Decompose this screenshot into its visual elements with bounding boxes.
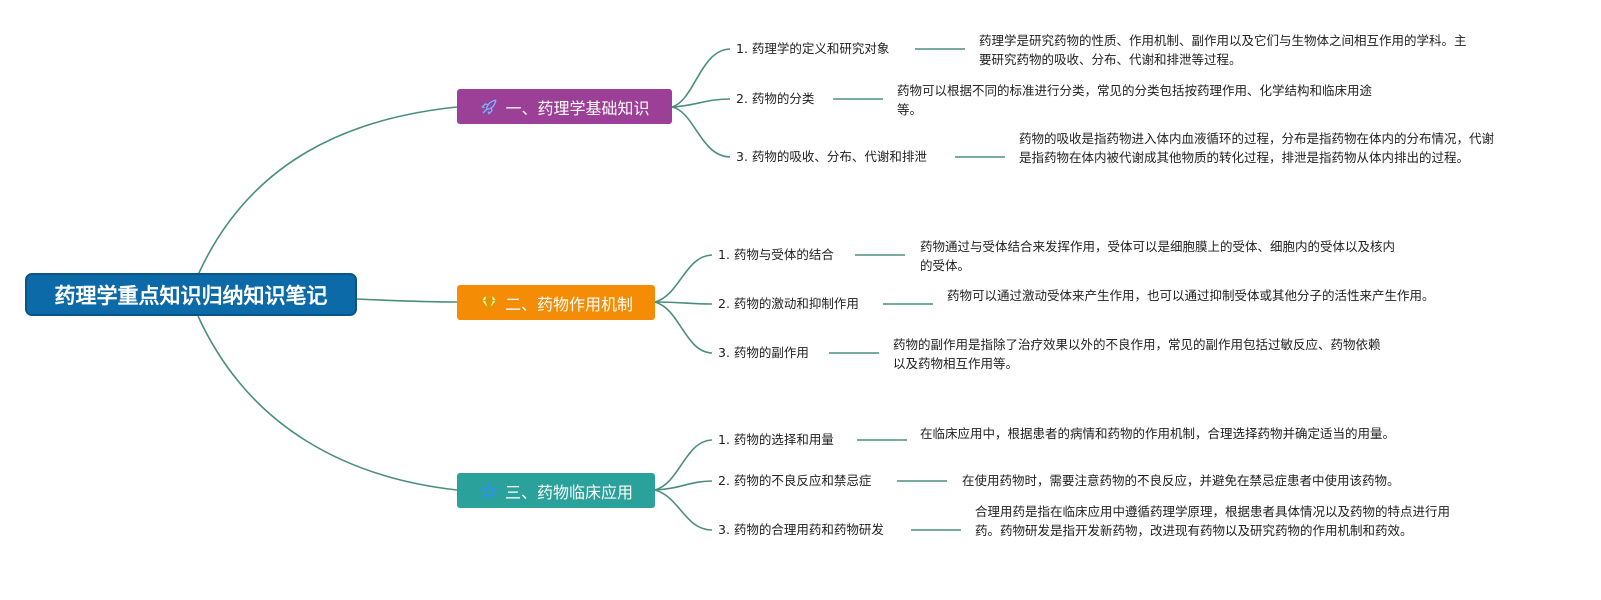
detail-adverse-contraindications: 在使用药物时，需要注意药物的不良反应，并避免在禁忌症患者中使用该药物。 [962, 473, 1400, 488]
connector-b2-s1 [654, 254, 713, 303]
connector-b1-s1 [671, 48, 731, 108]
branch-clinical[interactable]: 三、药物临床应用 [457, 473, 655, 508]
subtopic-agonism-inhibition[interactable]: 2. 药物的激动和抑制作用 [718, 296, 859, 311]
subtopic-receptor-binding[interactable]: 1. 药物与受体的结合 [718, 247, 834, 262]
detail-classification: 药物可以根据不同的标准进行分类，常见的分类包括按药理作用、化学结构和临床用途等。 [897, 83, 1373, 117]
branch-mechanism[interactable]: 二、药物作用机制 [457, 285, 655, 320]
branch-label: 一、药理学基础知识 [505, 98, 650, 118]
gem-icon [479, 293, 499, 313]
branch-label: 三、药物临床应用 [504, 482, 633, 502]
connector-root-branch3 [197, 315, 458, 491]
connector-b1-s3 [671, 106, 731, 158]
subtopic-selection-dosage[interactable]: 1. 药物的选择和用量 [718, 432, 834, 447]
connector-b3-s1 [654, 439, 713, 491]
root-title: 药理学重点知识归纳知识笔记 [54, 283, 328, 308]
detail-agonism-inhibition: 药物可以通过激动受体来产生作用，也可以通过抑制受体或其他分子的活性来产生作用。 [947, 288, 1435, 303]
connector-b3-s2 [654, 480, 713, 491]
connector-root-branch2 [356, 298, 458, 303]
subtopic-side-effects[interactable]: 3. 药物的副作用 [718, 345, 809, 360]
connector-b1-s2 [671, 98, 731, 108]
subtopic-rational-use-rd[interactable]: 3. 药物的合理用药和药物研发 [718, 522, 884, 537]
root-node[interactable]: 药理学重点知识归纳知识笔记 [25, 273, 357, 316]
branch-basics[interactable]: 一、药理学基础知识 [457, 89, 672, 124]
connector-b3-s3 [654, 489, 713, 531]
detail-receptor-binding: 药物通过与受体结合来发挥作用，受体可以是细胞膜上的受体、细胞内的受体以及核内的受… [920, 239, 1396, 273]
branch-label: 二、药物作用机制 [504, 294, 633, 314]
connector-b2-s2 [654, 301, 713, 305]
star-icon [479, 481, 499, 501]
subtopic-adme[interactable]: 3. 药物的吸收、分布、代谢和排泄 [736, 149, 927, 164]
rocket-icon [479, 97, 499, 117]
detail-definition: 药理学是研究药物的性质、作用机制、副作用以及它们与生物体之间相互作用的学科。主要… [979, 33, 1467, 67]
subtopic-classification[interactable]: 2. 药物的分类 [736, 91, 815, 106]
detail-rational-use-rd: 合理用药是指在临床应用中遵循药理学原理，根据患者具体情况以及药物的特点进行用药。… [975, 504, 1451, 538]
connector-b2-s3 [654, 301, 713, 354]
detail-side-effects: 药物的副作用是指除了治疗效果以外的不良作用，常见的副作用包括过敏反应、药物依赖以… [893, 337, 1381, 371]
subtopic-adverse-contraindications[interactable]: 2. 药物的不良反应和禁忌症 [718, 473, 872, 488]
detail-selection-dosage: 在临床应用中，根据患者的病情和药物的作用机制，合理选择药物并确定适当的用量。 [920, 426, 1396, 441]
detail-adme: 药物的吸收是指药物进入体内血液循环的过程，分布是指药物在体内的分布情况，代谢是指… [1019, 131, 1495, 165]
subtopic-definition[interactable]: 1. 药理学的定义和研究对象 [736, 41, 890, 56]
connector-root-branch1 [197, 106, 458, 276]
